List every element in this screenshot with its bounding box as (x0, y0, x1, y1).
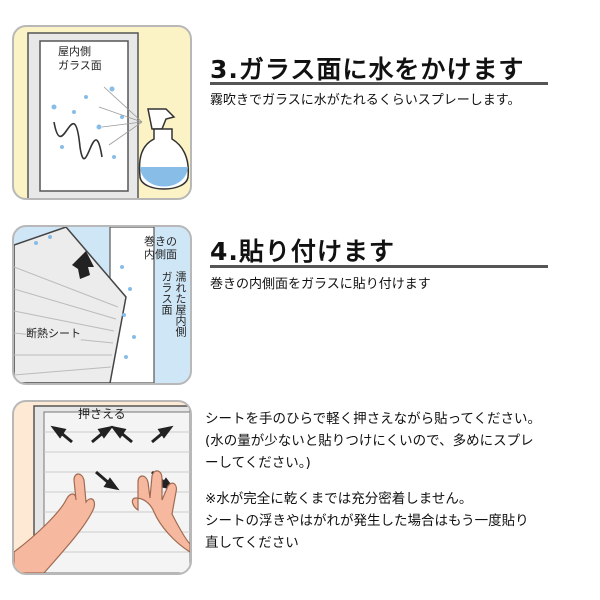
inner-side-label-2: 内側面 (144, 248, 177, 261)
step4-divider (210, 265, 548, 268)
step5-illustration: 押さえる (12, 400, 192, 575)
instruction-line-3: ーしてください。) (205, 452, 595, 474)
step5-instructions: シートを手のひらで軽く押さえながら貼ってください。 (水の量が少ないと貼りつけに… (205, 408, 595, 554)
wet-glass-label-2: ガラス面 (160, 271, 172, 315)
instruction-line-2: (水の量が少ないと貼りつけにくいので、多めにスプレ (205, 430, 595, 452)
step3-illustration: 屋内側 ガラス面 (12, 25, 192, 200)
step4-description: 巻きの内側面をガラスに貼り付けます (210, 276, 431, 294)
step3-description: 霧吹きでガラスに水がたれるくらいスプレーします。 (210, 92, 520, 110)
step3-title: 3.ガラス面に水をかけます (210, 50, 524, 86)
spray-bottle-icon (140, 109, 189, 189)
indoor-glass-label-2: ガラス面 (58, 59, 102, 72)
inner-side-label-1: 巻きの (144, 235, 177, 248)
indoor-glass-label-1: 屋内側 (58, 45, 91, 58)
wet-glass-label-1: 濡れた屋内側 (174, 271, 186, 337)
note-line-1: ※水が完全に乾くまでは充分密着しません。 (205, 488, 595, 510)
step4-title: 4.貼り付けます (210, 232, 395, 268)
step4-illustration: 巻きの 内側面 濡れた屋内側 ガラス面 断熱シート (12, 225, 192, 385)
spacer (205, 474, 595, 488)
note-line-3: 直してください (205, 532, 595, 554)
note-line-2: シートの浮きやはがれが発生した場合はもう一度貼り (205, 510, 595, 532)
instruction-line-1: シートを手のひらで軽く押さえながら貼ってください。 (205, 408, 595, 430)
press-sheet-illustration (14, 402, 190, 573)
spray-window-illustration (14, 27, 190, 198)
insulation-sheet-label: 断熱シート (26, 327, 81, 340)
step3-divider (210, 82, 548, 85)
press-label: 押さえる (78, 408, 126, 421)
